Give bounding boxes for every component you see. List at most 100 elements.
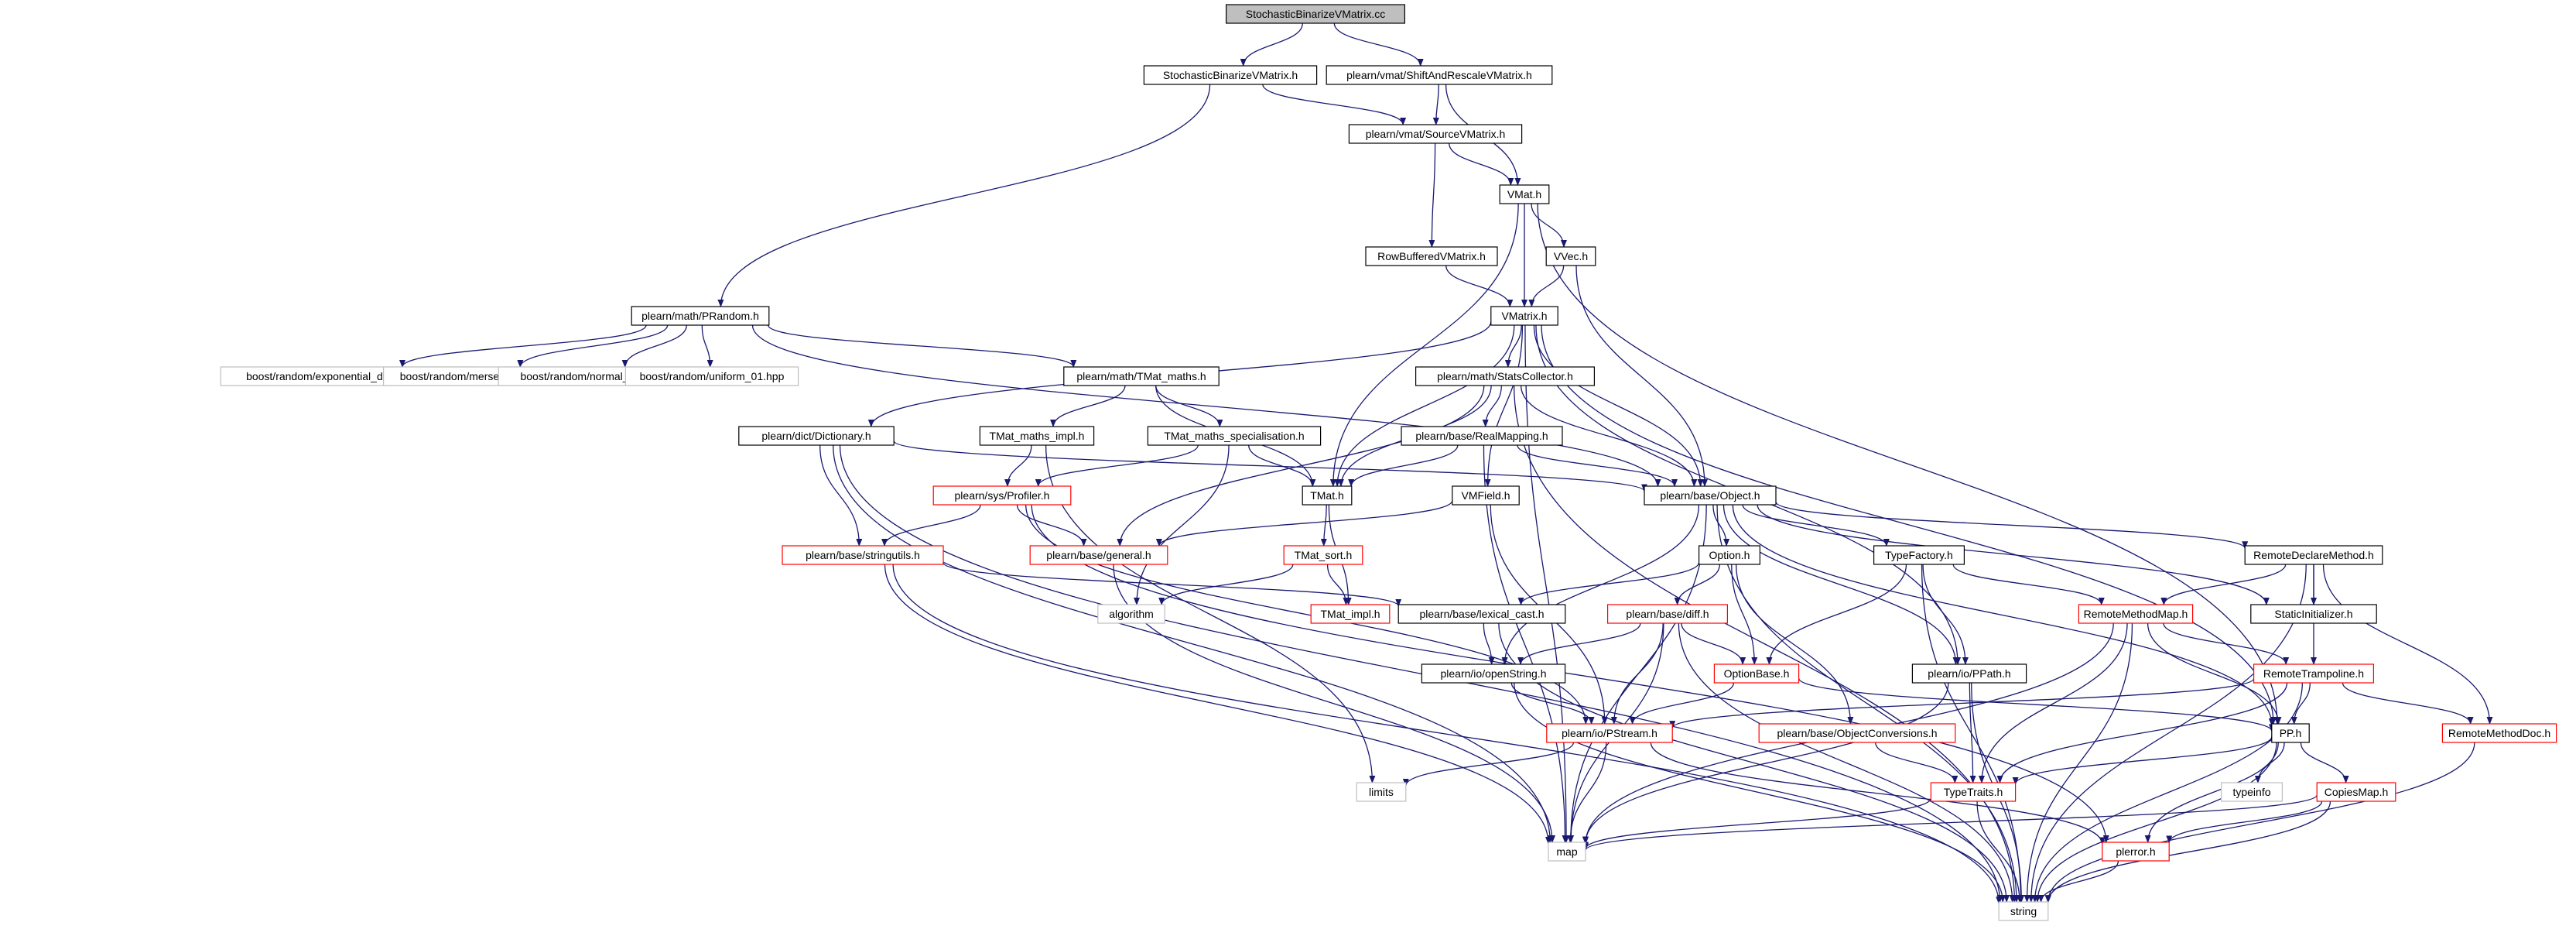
- dependency-edge-plerror-to-string: [2037, 860, 2119, 903]
- dependency-edge-pph-to-string: [2034, 742, 2277, 903]
- node-typefactory[interactable]: TypeFactory.h: [1873, 545, 1965, 565]
- node-vvec[interactable]: VVec.h: [1545, 246, 1596, 266]
- dependency-edge-vmat-to-pph: [1537, 203, 2280, 725]
- dependency-edge-vmatrix-to-object: [1533, 324, 1704, 487]
- node-shift[interactable]: plearn/vmat/ShiftAndRescaleVMatrix.h: [1326, 65, 1553, 85]
- node-vmat[interactable]: VMat.h: [1499, 184, 1550, 204]
- node-label: CopiesMap.h: [2325, 786, 2389, 798]
- node-box: [2102, 842, 2170, 862]
- dependency-edge-tmspec-to-algorithm: [1133, 444, 1230, 605]
- node-box: [738, 426, 895, 446]
- node-rtramp[interactable]: RemoteTrampoline.h: [2253, 663, 2375, 684]
- node-general[interactable]: plearn/base/general.h: [1029, 545, 1168, 565]
- node-vmfield[interactable]: VMField.h: [1452, 485, 1520, 506]
- node-label: VMatrix.h: [1501, 310, 1547, 322]
- dependency-edge-stringutils-to-map: [884, 564, 1551, 845]
- node-box: [1147, 426, 1322, 446]
- node-rdm[interactable]: RemoteDeclareMethod.h: [2244, 545, 2383, 565]
- node-box: [2221, 782, 2284, 802]
- node-tmatsort[interactable]: TMat_sort.h: [1283, 545, 1363, 565]
- dependency-edge-typefactory-to-ppath: [1922, 564, 1969, 665]
- node-stats[interactable]: plearn/math/StatsCollector.h: [1415, 366, 1595, 386]
- dependency-edge-stats-to-string: [1513, 385, 2018, 903]
- node-realmap[interactable]: plearn/base/RealMapping.h: [1401, 426, 1563, 446]
- node-label: typeinfo: [2232, 786, 2270, 798]
- node-box: [1348, 124, 1523, 144]
- node-object[interactable]: plearn/base/Object.h: [1644, 485, 1777, 506]
- node-rmm[interactable]: RemoteMethodMap.h: [2078, 604, 2194, 624]
- node-profiler[interactable]: plearn/sys/Profiler.h: [932, 485, 1072, 506]
- dependency-edge-object-to-string: [1716, 504, 2020, 903]
- dependency-edge-dict-to-object: [893, 441, 1647, 492]
- node-tmimpl[interactable]: TMat_maths_impl.h: [979, 426, 1095, 446]
- node-box: [1499, 184, 1550, 204]
- node-copiesmap[interactable]: CopiesMap.h: [2316, 782, 2396, 802]
- node-optionbase[interactable]: OptionBase.h: [1713, 663, 1800, 684]
- node-pph[interactable]: PP.h: [2271, 723, 2310, 743]
- dependency-edge-pstream-to-limits: [1402, 742, 1575, 787]
- dependency-edge-rmm-to-pph: [2147, 622, 2282, 725]
- node-rowbuf[interactable]: RowBufferedVMatrix.h: [1365, 246, 1498, 266]
- dependency-edge-rmm-to-rtramp: [2163, 622, 2290, 665]
- node-option[interactable]: Option.h: [1699, 545, 1761, 565]
- node-root[interactable]: StochasticBinarizeVMatrix.cc: [1225, 4, 1405, 24]
- node-staticinit[interactable]: StaticInitializer.h: [2250, 604, 2377, 624]
- node-label: RowBufferedVMatrix.h: [1377, 250, 1486, 262]
- node-label: TMat_impl.h: [1320, 608, 1380, 620]
- node-plerror[interactable]: plerror.h: [2102, 842, 2170, 862]
- node-objconv[interactable]: plearn/base/ObjectConversions.h: [1758, 723, 1956, 743]
- node-source[interactable]: plearn/vmat/SourceVMatrix.h: [1348, 124, 1523, 144]
- node-label: plearn/math/TMat_maths.h: [1076, 370, 1206, 382]
- node-label: TMat_maths_specialisation.h: [1164, 430, 1304, 442]
- dependency-edge-root-to-shift: [1333, 22, 1424, 67]
- node-lexical[interactable]: plearn/base/lexical_cast.h: [1397, 604, 1566, 624]
- node-ppath[interactable]: plearn/io/PPath.h: [1911, 663, 2027, 684]
- dependency-edge-option-to-objconv: [1735, 564, 1854, 725]
- node-label: map: [1556, 845, 1577, 858]
- node-uniform: boost/random/uniform_01.hpp: [624, 366, 799, 386]
- node-box: [1356, 782, 1407, 802]
- dependency-edge-rdm-to-rmdoc: [2322, 564, 2493, 725]
- node-label: plearn/io/openString.h: [1441, 667, 1547, 680]
- node-stringutils[interactable]: plearn/base/stringutils.h: [782, 545, 944, 565]
- node-box: [1644, 485, 1777, 506]
- dependency-edge-vmatrix-to-stats: [1504, 324, 1522, 368]
- dependency-edge-object-to-staticinit: [1757, 504, 2270, 605]
- node-tmatimpl[interactable]: TMat_impl.h: [1310, 604, 1391, 624]
- dependency-edge-typefactory-to-optionbase: [1766, 564, 1907, 665]
- node-tmspec[interactable]: TMat_maths_specialisation.h: [1147, 426, 1322, 446]
- dependency-edge-tmspec-to-profiler: [1035, 444, 1199, 487]
- node-box: [1326, 65, 1553, 85]
- node-label: string: [2010, 905, 2037, 917]
- node-box: [1607, 604, 1729, 624]
- dependency-edge-typefactory-to-rmm: [1952, 564, 2105, 605]
- node-label: plearn/math/PRandom.h: [641, 310, 759, 322]
- dependency-edge-vmat-to-vvec: [1531, 203, 1567, 248]
- node-prandom[interactable]: plearn/math/PRandom.h: [631, 306, 770, 326]
- dependency-edge-openstring-to-pstream: [1510, 682, 1595, 725]
- node-map: map: [1548, 842, 1586, 862]
- node-openstring[interactable]: plearn/io/openString.h: [1421, 663, 1566, 684]
- node-dict[interactable]: plearn/dict/Dictionary.h: [738, 426, 895, 446]
- dependency-edge-object-to-typefactory: [1742, 504, 1890, 547]
- dependency-edge-rtramp-to-typetraits: [1996, 682, 2288, 783]
- node-vmatrix[interactable]: VMatrix.h: [1490, 306, 1558, 326]
- dependency-edge-copiesmap-to-plerror: [2166, 800, 2323, 844]
- node-diff[interactable]: plearn/base/diff.h: [1607, 604, 1729, 624]
- node-box: [2253, 663, 2375, 684]
- node-tmat[interactable]: TMat.h: [1302, 485, 1353, 506]
- node-rmdoc[interactable]: RemoteMethodDoc.h: [2441, 723, 2557, 743]
- node-label: plearn/base/diff.h: [1626, 608, 1709, 620]
- node-tmatmaths[interactable]: plearn/math/TMat_maths.h: [1063, 366, 1220, 386]
- node-sbvm_h[interactable]: StochasticBinarizeVMatrix.h: [1143, 65, 1318, 85]
- node-typetraits[interactable]: TypeTraits.h: [1930, 782, 2017, 802]
- node-pstream[interactable]: plearn/io/PStream.h: [1546, 723, 1673, 743]
- dependency-edge-dict-to-stringutils: [819, 444, 863, 547]
- dependency-edge-diff-to-pstream: [1610, 622, 1664, 725]
- node-label: VVec.h: [1554, 250, 1588, 262]
- node-label: TypeFactory.h: [1885, 549, 1953, 561]
- node-box: [979, 426, 1095, 446]
- dependency-edge-root-to-sbvm_h: [1240, 22, 1303, 67]
- node-label: plerror.h: [2116, 845, 2155, 858]
